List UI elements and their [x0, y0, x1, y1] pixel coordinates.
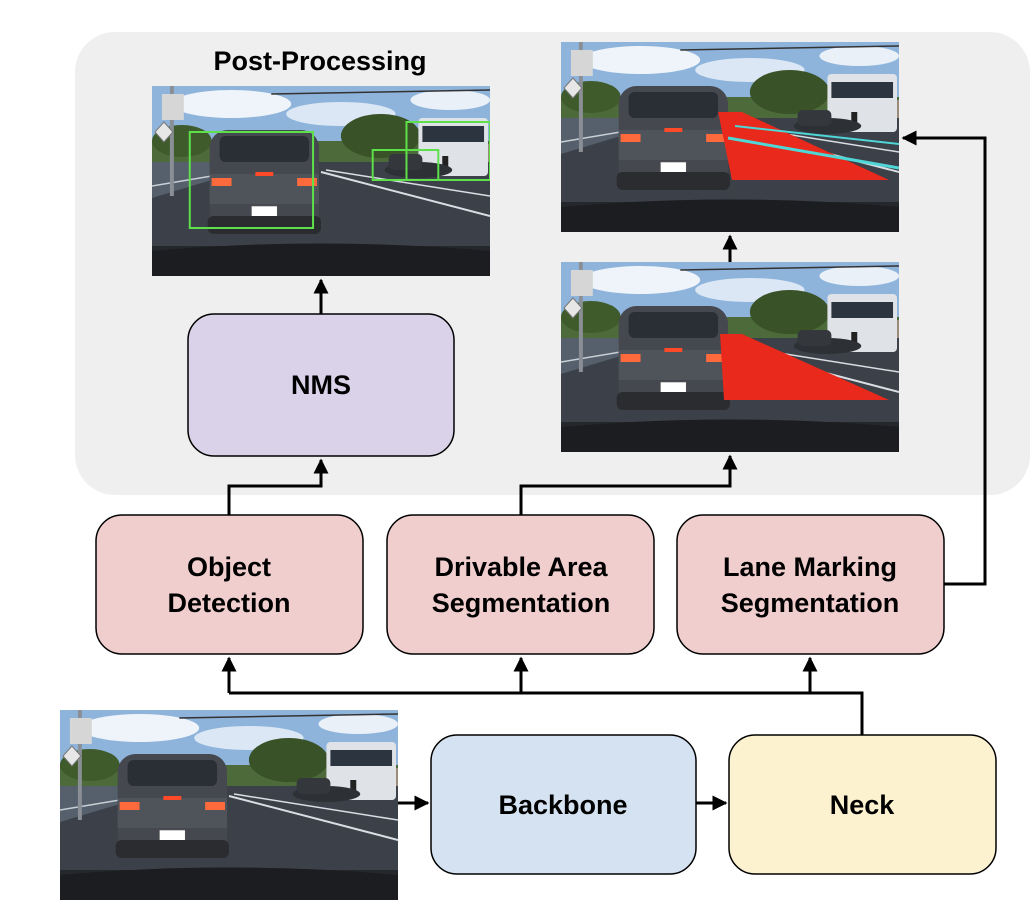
- lane-output-image: [561, 42, 899, 232]
- drivable-area-label-line2: Segmentation: [432, 588, 611, 618]
- input-image: [60, 710, 398, 900]
- detection-output-image: [152, 86, 490, 276]
- lane-marking-box: [676, 514, 945, 655]
- drivable-area-box: [386, 514, 655, 655]
- bounding-box-bus: [405, 121, 490, 181]
- bounding-box-car: [188, 131, 315, 229]
- neck-distribution-line: [229, 691, 864, 735]
- drivable-area-label-line1: Drivable Area: [434, 552, 608, 582]
- object-detection-label-line1: Object: [187, 552, 271, 582]
- drivable-output-image: [561, 262, 899, 452]
- neck-label: Neck: [830, 790, 896, 820]
- arrow-drivable-to-output: [519, 454, 738, 515]
- backbone-label: Backbone: [498, 790, 627, 820]
- nms-label: NMS: [291, 370, 351, 400]
- object-detection-label-line2: Detection: [167, 588, 290, 618]
- arrow-detection-to-nms: [227, 458, 329, 515]
- object-detection-box: [95, 514, 364, 655]
- lane-marking-label-line1: Lane Marking: [723, 552, 897, 582]
- lane-marking-label-line2: Segmentation: [721, 588, 900, 618]
- post-processing-title: Post-Processing: [213, 46, 426, 76]
- connector-arrows: [221, 130, 987, 811]
- arrow-lane-marking-to-output: [901, 130, 987, 586]
